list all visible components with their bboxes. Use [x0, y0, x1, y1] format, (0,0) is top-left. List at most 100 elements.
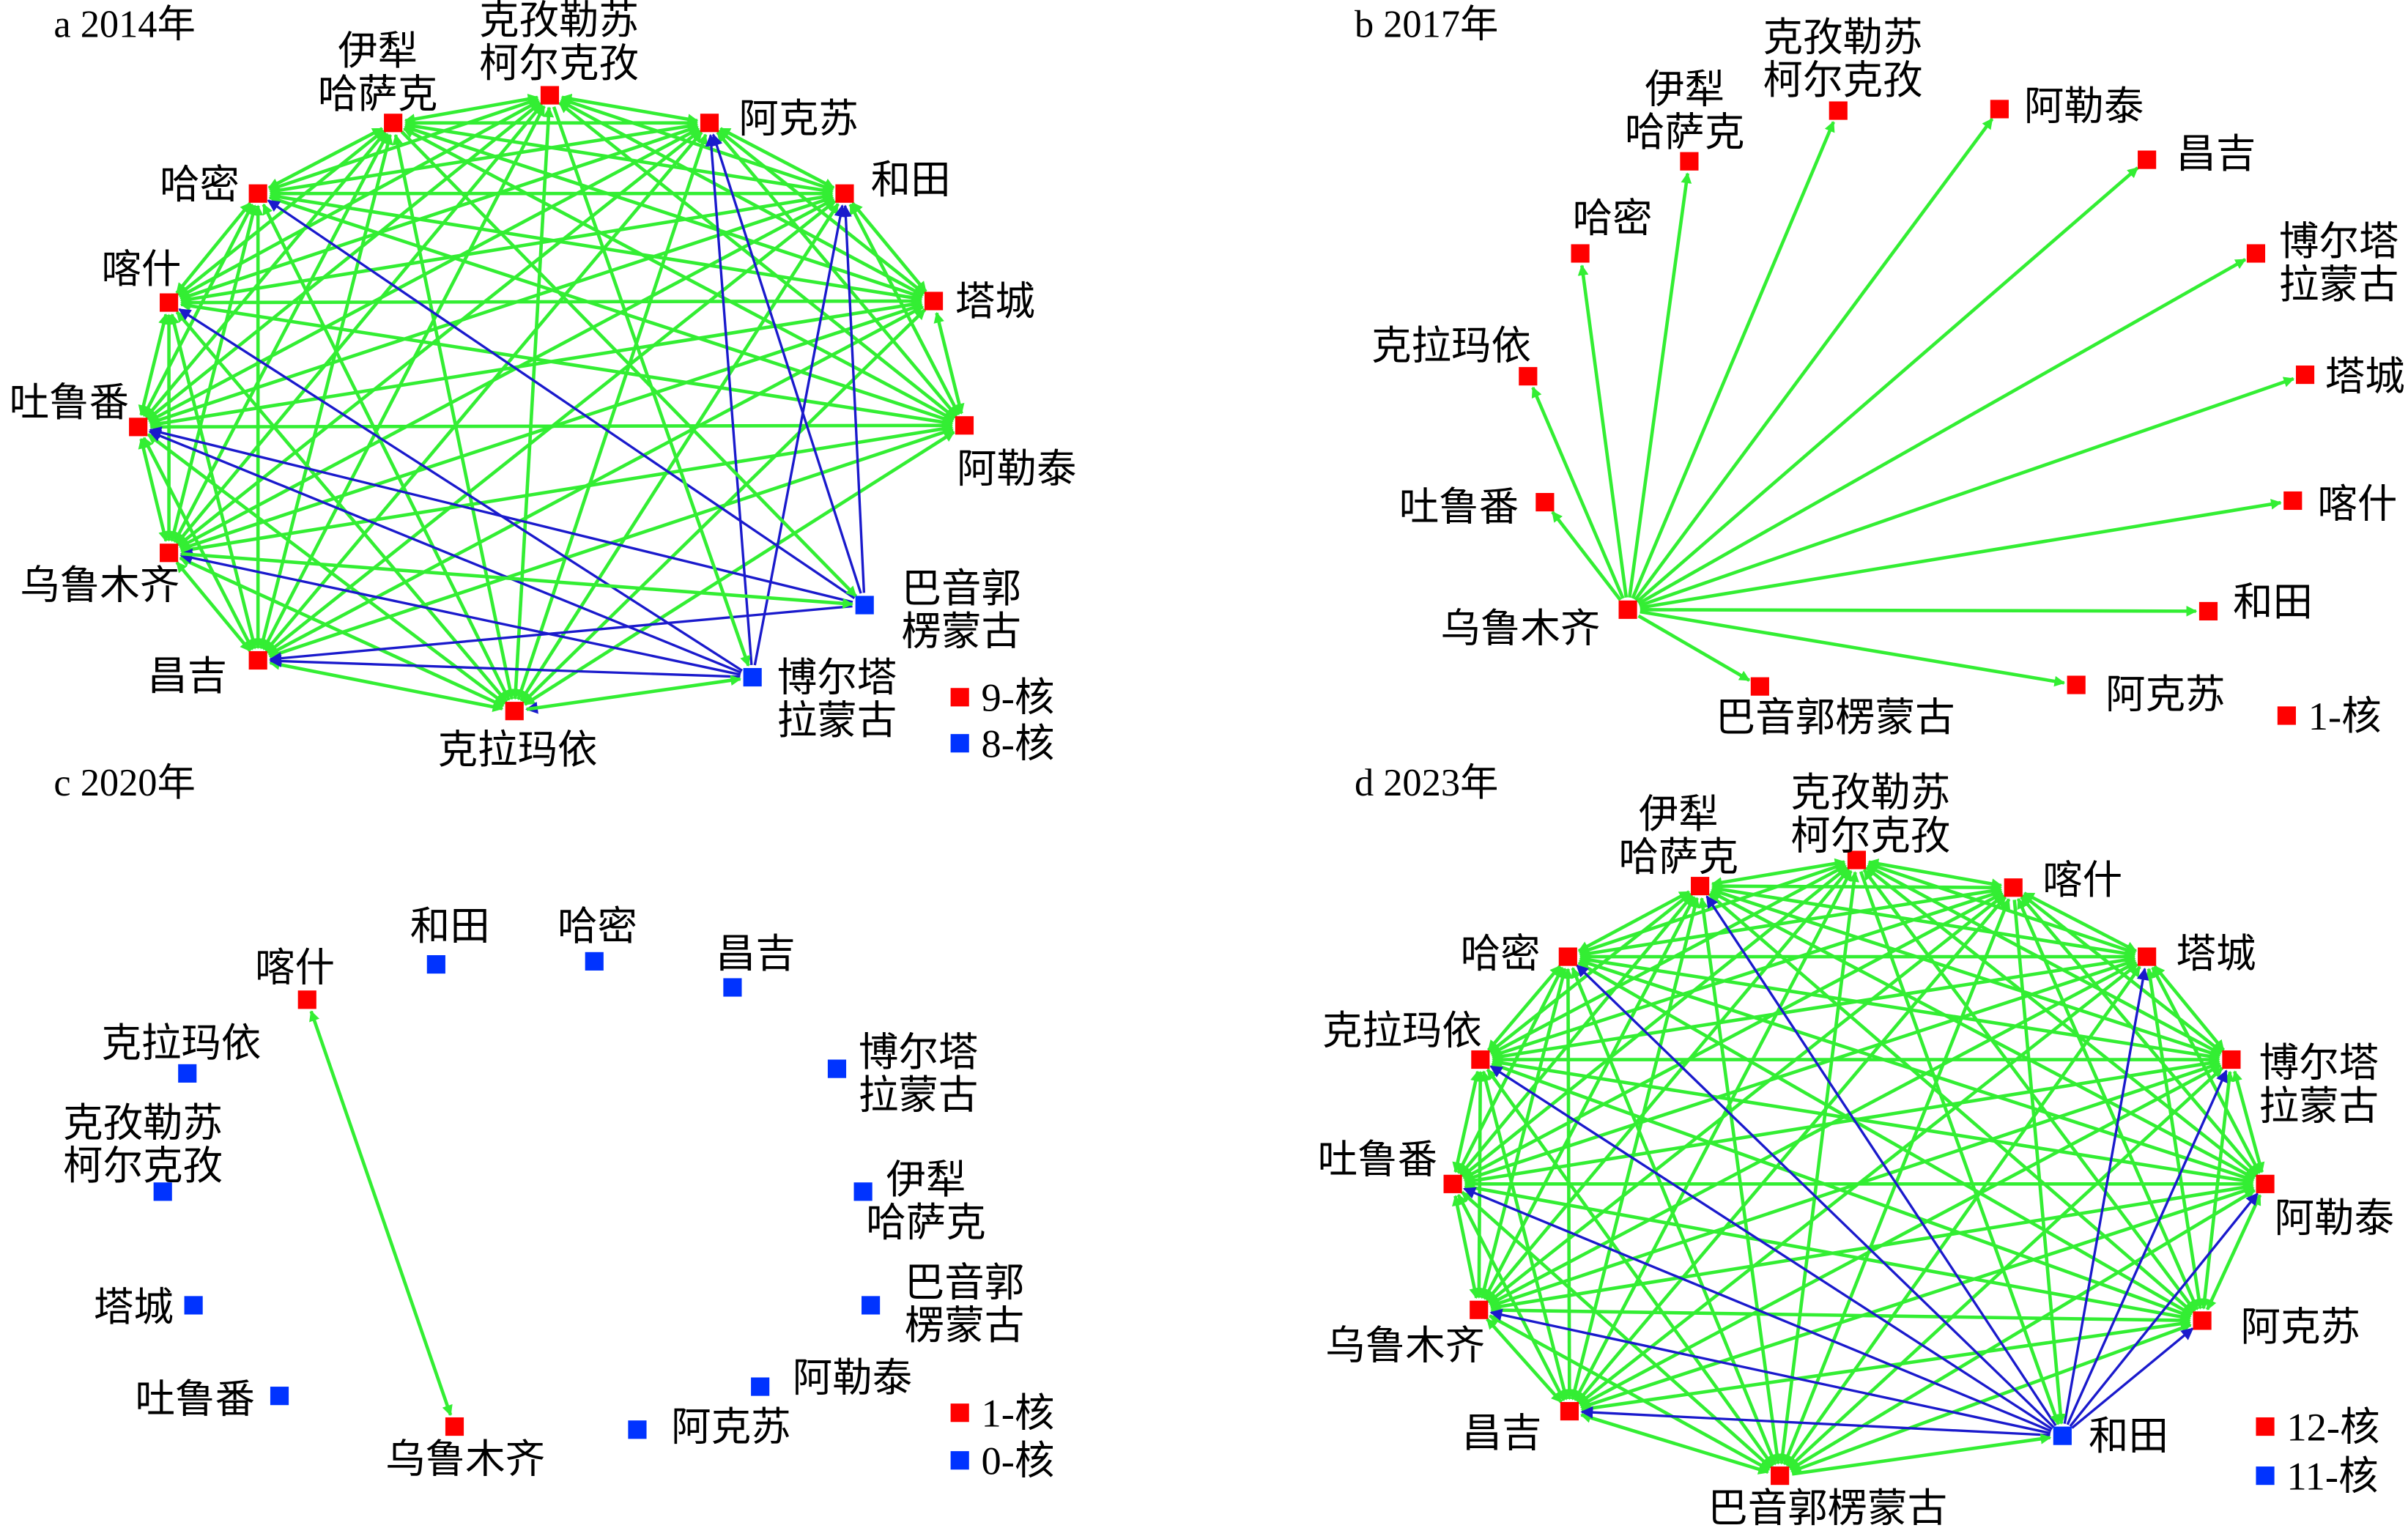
periphery-node-marker[interactable]: [585, 952, 604, 971]
core-node-marker[interactable]: [1847, 850, 1867, 869]
core-node-marker[interactable]: [1470, 1300, 1489, 1319]
node[interactable]: 阿勒泰: [2256, 1174, 2394, 1241]
periphery-node-marker[interactable]: [153, 1182, 172, 1201]
core-node-marker[interactable]: [248, 184, 267, 203]
core-node-marker[interactable]: [955, 416, 974, 435]
node[interactable]: 阿克苏: [2193, 1305, 2360, 1349]
node[interactable]: 昌吉: [147, 650, 267, 698]
node[interactable]: 乌鲁木齐: [20, 544, 179, 608]
node[interactable]: 塔城: [2138, 932, 2256, 976]
node[interactable]: 喀什: [101, 247, 181, 312]
core-node-marker[interactable]: [1519, 367, 1538, 386]
periphery-node-marker[interactable]: [723, 978, 742, 997]
node[interactable]: 哈密: [1571, 196, 1653, 263]
node[interactable]: 乌鲁木齐: [1325, 1300, 1489, 1368]
periphery-node-marker[interactable]: [628, 1420, 647, 1439]
core-node-marker[interactable]: [1535, 493, 1555, 512]
node[interactable]: 塔城: [924, 279, 1035, 324]
core-node-marker[interactable]: [2138, 150, 2157, 169]
node[interactable]: 阿克苏: [2067, 672, 2226, 716]
core-node-marker[interactable]: [1680, 152, 1699, 171]
core-node-marker[interactable]: [924, 292, 944, 311]
periphery-node-marker[interactable]: [270, 1387, 289, 1406]
node[interactable]: 阿克苏: [628, 1404, 791, 1449]
node[interactable]: 喀什: [255, 946, 335, 1009]
periphery-node-marker[interactable]: [2053, 1426, 2072, 1445]
core-node-marker[interactable]: [297, 990, 316, 1009]
core-node-marker[interactable]: [2138, 947, 2157, 966]
core-node-marker[interactable]: [2246, 244, 2266, 263]
core-node-marker[interactable]: [505, 702, 524, 721]
core-node-marker[interactable]: [2256, 1174, 2275, 1193]
core-node-marker[interactable]: [160, 293, 179, 312]
node[interactable]: 克拉玛依: [1322, 1009, 1490, 1069]
node[interactable]: 塔城: [94, 1285, 203, 1329]
node[interactable]: 哈密: [160, 163, 267, 207]
periphery-node-marker[interactable]: [743, 667, 762, 687]
node[interactable]: 巴音郭楞蒙古: [1708, 1466, 1947, 1528]
node[interactable]: 阿克苏: [700, 96, 859, 141]
core-node-marker[interactable]: [2295, 366, 2315, 385]
node[interactable]: 和田: [410, 904, 490, 974]
core-node-marker[interactable]: [1750, 677, 1769, 696]
node[interactable]: 喀什: [2004, 858, 2122, 902]
core-node-marker[interactable]: [2067, 675, 2086, 694]
periphery-node-marker[interactable]: [862, 1296, 881, 1315]
node[interactable]: 巴音郭楞蒙古: [862, 1260, 1024, 1348]
node[interactable]: 哈密: [557, 904, 637, 971]
node[interactable]: 乌鲁木齐: [1440, 600, 1637, 651]
core-node-marker[interactable]: [1829, 101, 1848, 120]
periphery-node-marker[interactable]: [178, 1064, 197, 1083]
node[interactable]: 哈密: [1461, 932, 1577, 976]
node[interactable]: 克拉玛依: [1371, 324, 1538, 386]
core-node-marker[interactable]: [1471, 1050, 1490, 1069]
core-node-marker[interactable]: [129, 418, 148, 437]
core-node-marker[interactable]: [2193, 1311, 2212, 1330]
node[interactable]: 和田: [2198, 580, 2313, 625]
node[interactable]: 塔城: [2295, 355, 2405, 399]
node[interactable]: 昌吉: [1462, 1402, 1579, 1455]
node[interactable]: 和田: [835, 157, 951, 203]
node[interactable]: 巴音郭楞蒙古: [1716, 677, 1955, 740]
node[interactable]: 吐鲁番: [135, 1377, 289, 1422]
node[interactable]: 克拉玛依: [101, 1020, 261, 1083]
core-node-marker[interactable]: [2198, 601, 2218, 620]
node[interactable]: 阿勒泰: [751, 1355, 912, 1400]
core-node-marker[interactable]: [1691, 877, 1710, 896]
periphery-node-marker[interactable]: [853, 1182, 873, 1201]
node[interactable]: 昌吉: [716, 932, 796, 997]
periphery-node-marker[interactable]: [751, 1377, 770, 1396]
node[interactable]: 乌鲁木齐: [385, 1417, 545, 1481]
core-node-marker[interactable]: [1771, 1466, 1790, 1486]
core-node-marker[interactable]: [384, 114, 403, 133]
node[interactable]: 和田: [2053, 1414, 2168, 1458]
node[interactable]: 克拉玛依: [437, 702, 597, 772]
core-node-marker[interactable]: [160, 544, 179, 563]
node[interactable]: 昌吉: [2138, 132, 2256, 177]
node[interactable]: 吐鲁番: [1399, 485, 1555, 530]
core-node-marker[interactable]: [248, 650, 267, 670]
periphery-node-marker[interactable]: [855, 596, 874, 615]
core-node-marker[interactable]: [1571, 244, 1590, 263]
node[interactable]: 喀什: [2283, 482, 2397, 527]
core-node-marker[interactable]: [700, 114, 719, 133]
periphery-node-marker[interactable]: [426, 954, 445, 974]
node[interactable]: 吐鲁番: [1318, 1138, 1462, 1193]
node[interactable]: 阿勒泰: [955, 416, 1077, 491]
node[interactable]: 吐鲁番: [10, 380, 148, 437]
core-node-marker[interactable]: [2283, 491, 2303, 511]
core-node-marker[interactable]: [1618, 600, 1637, 619]
periphery-node-marker[interactable]: [184, 1296, 203, 1315]
core-node-marker[interactable]: [1443, 1174, 1462, 1193]
core-node-marker[interactable]: [1560, 1402, 1579, 1421]
